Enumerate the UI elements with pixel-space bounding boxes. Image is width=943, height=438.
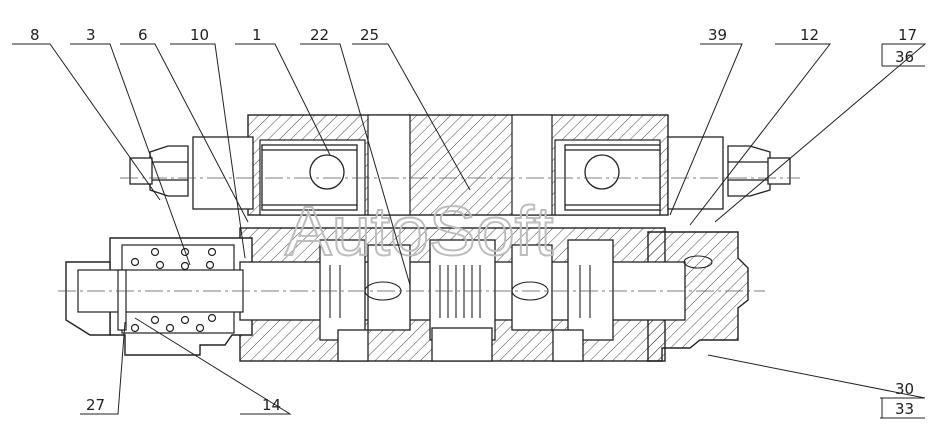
callout-10: 10 xyxy=(190,26,209,44)
callout-22: 22 xyxy=(310,26,329,44)
callout-1: 1 xyxy=(252,26,262,44)
centre-lines xyxy=(58,177,800,292)
upper-right-actuator xyxy=(564,136,791,211)
callout-8: 8 xyxy=(30,26,40,44)
spool-lands xyxy=(329,255,713,318)
callout-39: 39 xyxy=(708,26,727,44)
upper-left-actuator xyxy=(129,136,358,211)
callout-27: 27 xyxy=(86,396,105,414)
callout-6: 6 xyxy=(138,26,148,44)
callout-14: 14 xyxy=(262,396,281,414)
leader-lines xyxy=(12,43,927,419)
callout-labels: 8 3 6 10 1 22 25 39 12 17 36 27 14 30 33 xyxy=(30,26,917,418)
callout-17: 17 xyxy=(898,26,917,44)
callout-30: 30 xyxy=(895,380,914,398)
watermark: AutoSoft xyxy=(285,192,554,270)
callout-3: 3 xyxy=(86,26,96,44)
callout-25: 25 xyxy=(360,26,379,44)
callout-36: 36 xyxy=(895,48,914,66)
callout-33: 33 xyxy=(895,400,914,418)
callout-12: 12 xyxy=(800,26,819,44)
